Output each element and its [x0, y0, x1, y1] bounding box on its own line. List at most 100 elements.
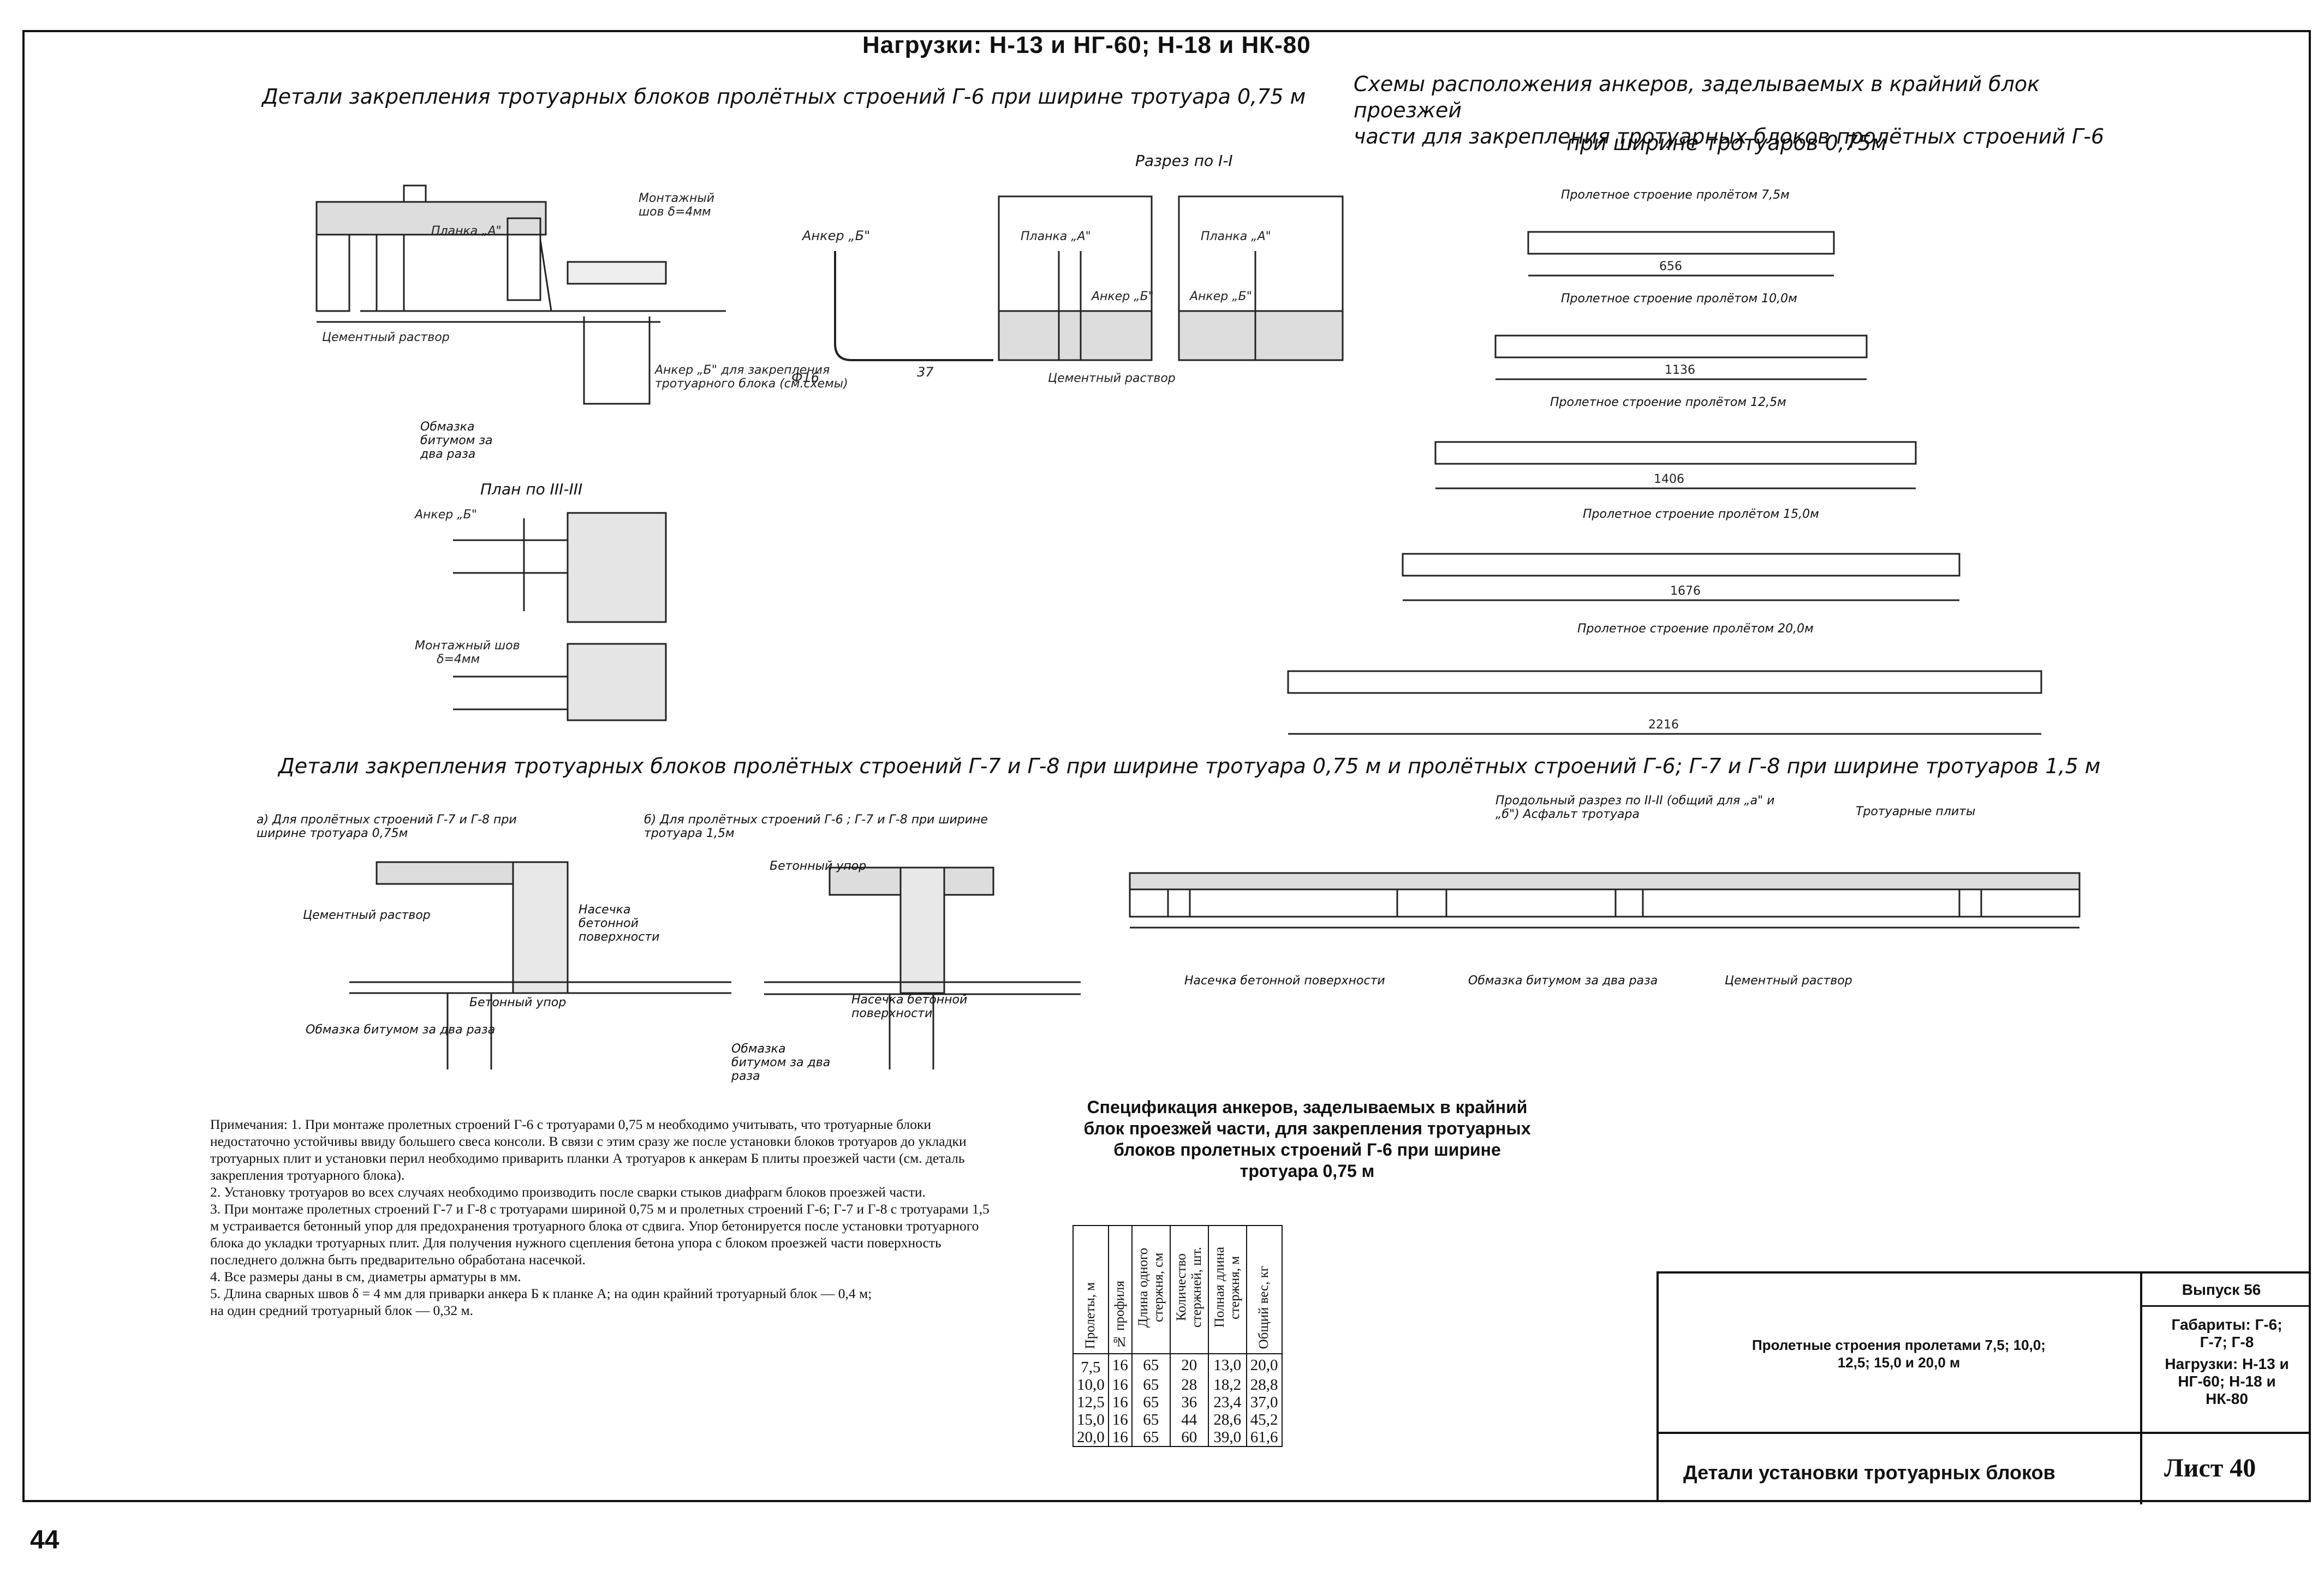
svg-text:Анкер „Б": Анкер „Б" [1091, 290, 1154, 303]
cell: 13,0 [1207, 1354, 1247, 1376]
svg-text:шов δ=4мм: шов δ=4мм [639, 205, 711, 219]
cell: 16 [1107, 1411, 1133, 1428]
title-block-spans: Пролетные строения пролетами 7,5; 10,0; … [1659, 1274, 2142, 1432]
detail-b-drawing [764, 866, 1081, 1069]
drawing-name: Детали установки тротуарных блоков [1683, 1461, 2055, 1484]
note-3: 3. При монтаже пролетных строений Г-7 и … [210, 1201, 990, 1268]
cell: 16 [1107, 1376, 1133, 1394]
label-bitumen-1: Обмазка битумом за два раза [420, 420, 493, 461]
issue-text: Выпуск 56 [2182, 1281, 2261, 1298]
cell: 60 [1169, 1428, 1209, 1447]
gabarity-text: Габариты: Г-6; Г-7; Г-8 [2171, 1316, 2283, 1350]
title-block: Пролетные строения пролетами 7,5; 10,0; … [1656, 1271, 2309, 1504]
title-block-right: Выпуск 56 Габариты: Г-6; Г-7; Г-8 Нагруз… [2142, 1274, 2309, 1432]
svg-text:Анкер „Б" для закрепления: Анкер „Б" для закрепления [654, 363, 830, 377]
spec-col-header: Полная длина стержня, м [1207, 1225, 1247, 1354]
svg-text:Монтажный шов: Монтажный шов [415, 639, 520, 653]
svg-text:1676: 1676 [1670, 584, 1701, 598]
cell: 7,5 [1072, 1354, 1109, 1376]
label-notch-b: Насечка бетонной поверхности [851, 993, 968, 1020]
spec-table: Пролеты, м № профиля Длина одного стержн… [1072, 1225, 1283, 1447]
section-I-drawing: Планка „А" Планка „А" Анкер „Б" Анкер „Б… [998, 195, 1344, 385]
cell: 10,0 [1072, 1376, 1109, 1394]
spec-header-row: Пролеты, м № профиля Длина одного стержн… [1072, 1225, 1283, 1354]
long-cement-label: Цементный раствор [1725, 974, 1852, 988]
spec-col-header: № профиля [1107, 1225, 1133, 1354]
scheme-label: Пролетное строение пролётом 12,5м [1550, 396, 1786, 409]
svg-text:656: 656 [1659, 260, 1682, 273]
plan-III-drawing: Анкер „Б" Монтажный шов δ=4мм [414, 508, 667, 721]
svg-text:1136: 1136 [1665, 363, 1695, 377]
label-bitumen-a: Обмазка битумом за два раза [306, 1023, 496, 1037]
svg-text:тротуарного блока (см.схемы): тротуарного блока (см.схемы) [655, 377, 848, 391]
scheme-label: Пролетное строение пролётом 20,0м [1577, 622, 1814, 636]
cell: 12,5 [1072, 1394, 1109, 1411]
section-I-label: Разрез по I-I [1135, 152, 1233, 170]
svg-text:Ф16: Ф16 [791, 370, 819, 385]
scheme-label: Пролетное строение пролётом 10,0м [1561, 292, 1797, 306]
cell: 28,8 [1246, 1376, 1283, 1394]
cell: 65 [1131, 1354, 1171, 1376]
cell: 20,0 [1246, 1354, 1283, 1376]
section3-a-caption: а) Для пролётных строений Г-7 и Г-8 при … [257, 813, 517, 840]
title-block-name: Детали установки тротуарных блоков [1659, 1432, 2142, 1504]
drawing-frame [22, 30, 2311, 1502]
cell: 61,6 [1246, 1428, 1283, 1447]
spec-col-header: Пролеты, м [1072, 1225, 1109, 1354]
notes-block: Примечания: 1. При монтаже пролетных стр… [210, 1116, 991, 1319]
section3-title: Детали закрепления тротуарных блоков про… [278, 754, 2101, 778]
cell: 20,0 [1072, 1428, 1109, 1447]
loads-text: Нагрузки: Н-13 и НГ-60; Н-18 и НК-80 [2165, 1355, 2289, 1407]
section3-b-caption: б) Для пролётных строений Г-6 ; Г-7 и Г-… [644, 813, 988, 840]
long-notch-label: Насечка бетонной поверхности [1184, 974, 1385, 988]
svg-text:Планка „А": Планка „А" [1021, 230, 1091, 243]
svg-text:Монтажный: Монтажный [639, 192, 714, 205]
scheme-label: Пролетное строение пролётом 15,0м [1583, 507, 1819, 521]
cell: 23,4 [1207, 1394, 1247, 1411]
label-stop-b: Бетонный упор [770, 859, 867, 873]
cell: 37,0 [1246, 1394, 1283, 1411]
svg-text:Планка „А": Планка „А" [1201, 230, 1271, 243]
cell: 16 [1107, 1428, 1133, 1447]
long-section-label: Продольный разрез по II-II (общий для „а… [1495, 794, 1775, 821]
svg-text:Анкер „Б": Анкер „Б" [414, 508, 477, 522]
page-header: Нагрузки: Н-13 и НГ-60; Н-18 и НК-80 [862, 32, 1311, 58]
cell: 39,0 [1207, 1428, 1247, 1447]
cell: 36 [1169, 1394, 1209, 1411]
scheme-line: 1406 [1434, 441, 1917, 489]
plan-III-label: План по III-III [480, 480, 583, 498]
label-notch-a: Насечка бетонной поверхности [579, 903, 660, 944]
svg-text:2216: 2216 [1648, 718, 1679, 732]
svg-text:Планка „А": Планка „А" [431, 224, 502, 238]
cell: 18,2 [1207, 1376, 1247, 1394]
svg-text:Цементный раствор: Цементный раствор [1048, 372, 1176, 385]
svg-text:1406: 1406 [1654, 473, 1684, 486]
scheme-label: Пролетное строение пролётом 7,5м [1561, 188, 1790, 202]
section2-title-line2: части для закрепления тротуарных блоков … [1354, 124, 2105, 148]
section2-title-line1: Схемы расположения анкеров, заделываемых… [1354, 72, 2040, 122]
note-4: 4. Все размеры даны в см, диаметры армат… [210, 1269, 521, 1284]
svg-text:Анкер „Б": Анкер „Б" [801, 228, 870, 243]
note-6: на один средний тротуарный блок — 0,32 м… [210, 1302, 474, 1318]
divider [2142, 1305, 2309, 1307]
title-block-sheet: Лист 40 [2142, 1432, 2309, 1504]
cell: 44 [1169, 1411, 1209, 1428]
scheme-line: 2216 [1287, 670, 2042, 735]
section2-title-line3: при ширине тротуаров 0,75м [1566, 131, 1887, 155]
note-1: Примечания: 1. При монтаже пролетных стр… [210, 1116, 967, 1183]
detail-a-drawing [349, 861, 731, 1069]
spec-col-header: Общий вес, кг [1246, 1225, 1283, 1354]
long-section-drawing [1129, 872, 2081, 929]
cell: 16 [1107, 1354, 1133, 1376]
cell: 65 [1131, 1394, 1171, 1411]
anchor-b-drawing: Анкер „Б" Ф16 37 [791, 228, 993, 385]
long-bitumen-label: Обмазка битумом за два раза [1468, 974, 1658, 988]
cell: 45,2 [1246, 1411, 1283, 1428]
svg-text:37: 37 [917, 364, 934, 380]
cell: 28 [1169, 1376, 1209, 1394]
spec-title: Спецификация анкеров, заделываемых в кра… [1083, 1097, 1531, 1181]
